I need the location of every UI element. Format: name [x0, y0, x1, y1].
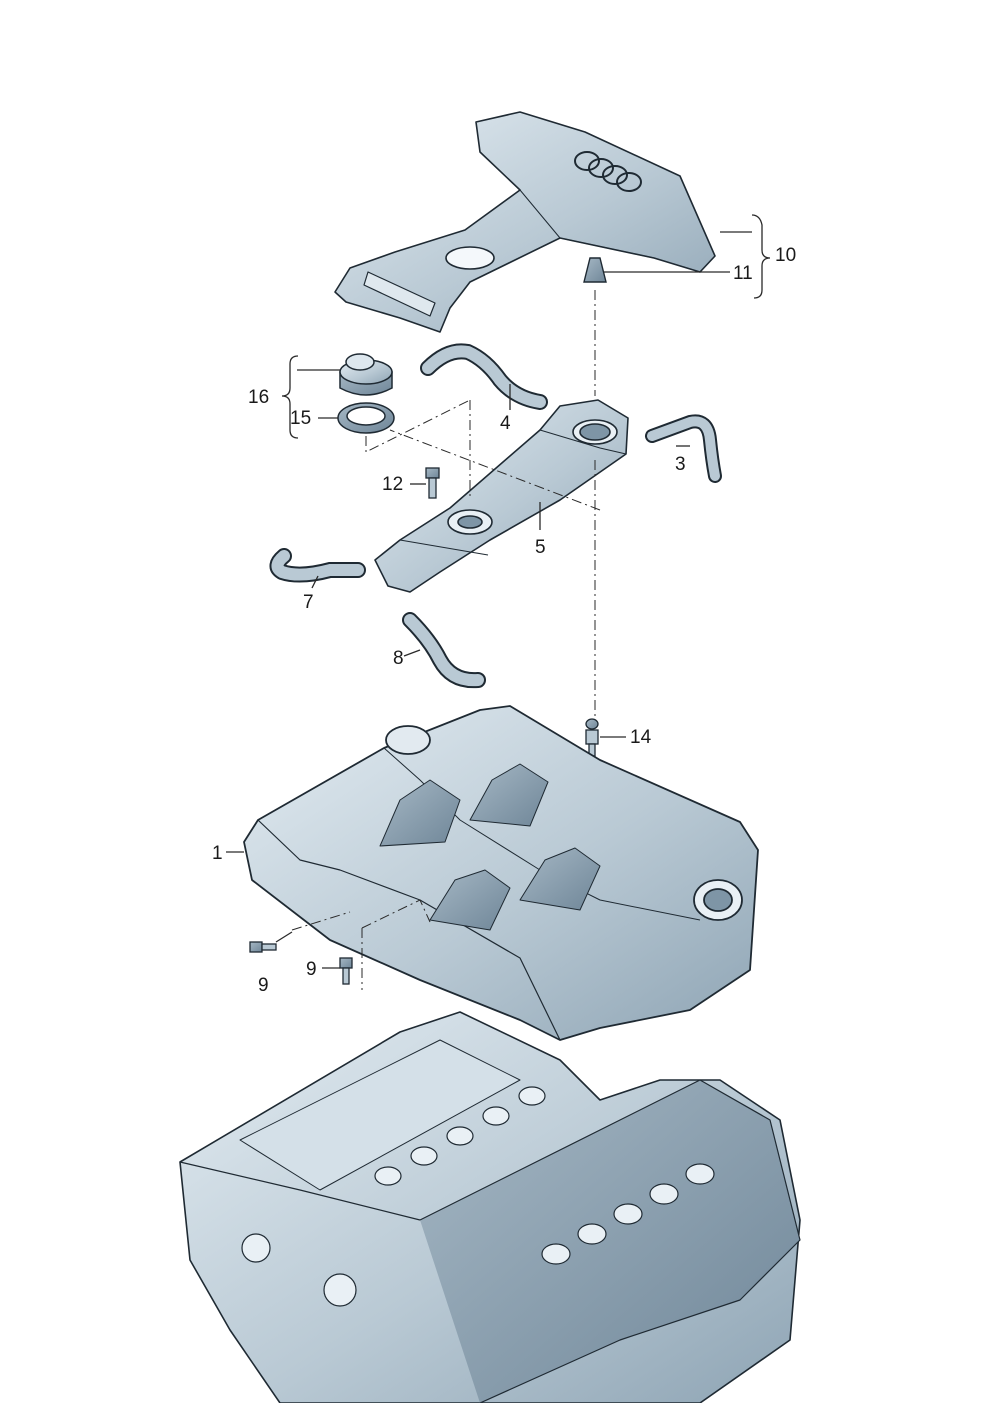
callout-4: 4 [500, 413, 511, 434]
audi-rings-icon [574, 151, 642, 192]
oil-filler-cap [339, 353, 393, 396]
callout-9-left: 9 [258, 975, 269, 996]
callout-8: 8 [393, 648, 404, 669]
callout-7: 7 [303, 592, 314, 613]
seal-ring [337, 402, 395, 434]
callout-9-right: 9 [306, 959, 317, 980]
callout-12: 12 [382, 474, 404, 495]
leader-lines [226, 214, 771, 969]
callout-3: 3 [675, 454, 686, 475]
callout-5: 5 [535, 537, 546, 558]
cover-badge [363, 271, 436, 317]
rubber-grommet [583, 257, 607, 283]
callout-10: 10 [775, 245, 797, 266]
intake-manifold [243, 705, 759, 1041]
breather-housing [374, 399, 629, 593]
screw-9-left [249, 941, 277, 953]
callout-15: 15 [290, 408, 312, 429]
alignment-guides [291, 290, 601, 990]
callout-14: 14 [630, 727, 652, 748]
engine-cover [334, 111, 716, 333]
engine-block [179, 1011, 801, 1403]
screw-9-right [339, 957, 353, 985]
callout-16: 16 [248, 387, 270, 408]
callout-1: 1 [212, 843, 223, 864]
callout-11: 11 [733, 263, 753, 284]
screw-12 [425, 467, 440, 499]
stud-14 [585, 718, 599, 757]
